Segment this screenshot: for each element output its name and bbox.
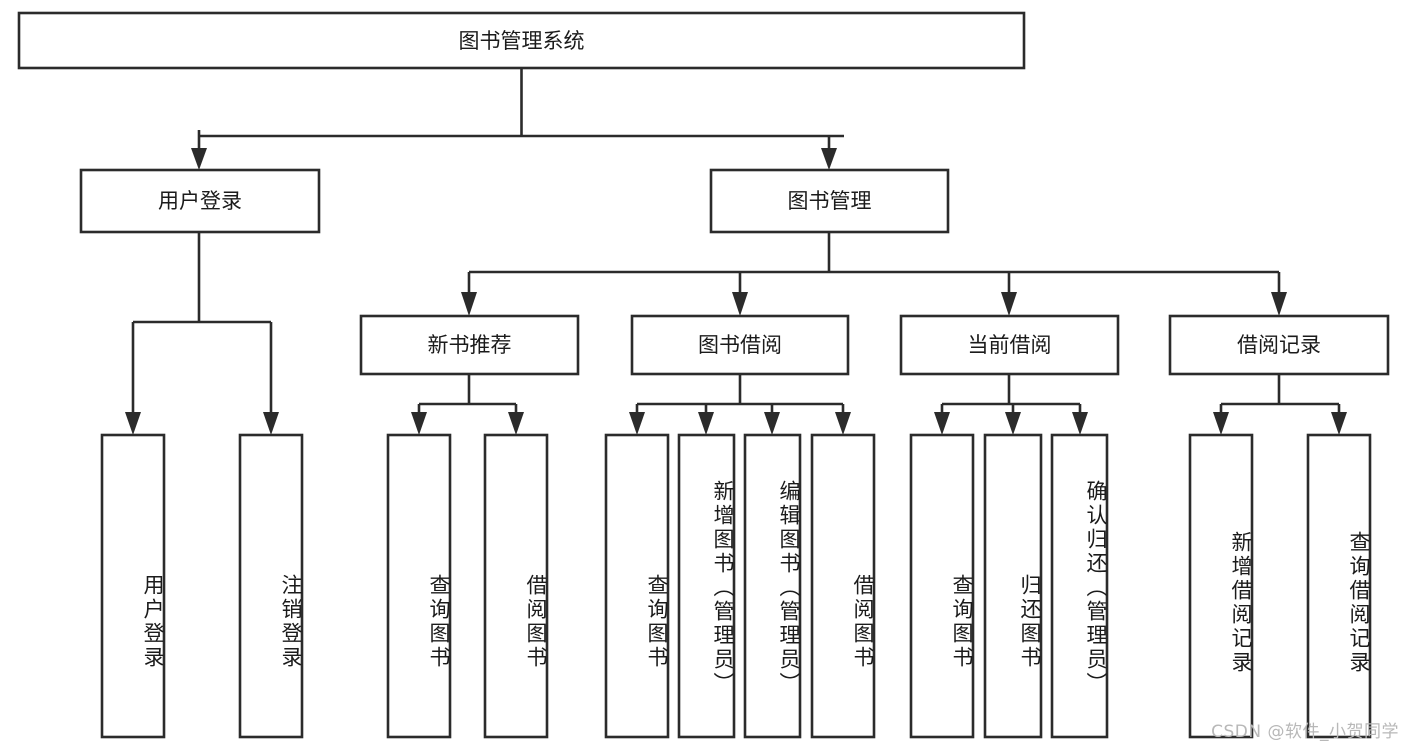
arrow-head-user-login <box>191 148 207 170</box>
arrow-head-borrow-record <box>1271 292 1287 316</box>
arrow-head-leaf-query-borrow-record <box>1331 412 1347 435</box>
node-root-box[interactable] <box>17 11 1026 70</box>
node-user-login[interactable]: 用户登录 <box>79 168 321 234</box>
node-book-management-box[interactable] <box>709 168 950 234</box>
node-new-book-recommend-label: 新书推荐 <box>428 333 512 357</box>
node-new-book-recommend[interactable]: 新书推荐 <box>359 314 580 376</box>
connector-group-current-borrow <box>934 374 1088 435</box>
arrow-head-leaf-borrow-book-recommend <box>508 412 524 435</box>
arrow-head-leaf-add-borrow-record <box>1213 412 1229 435</box>
arrow-head-leaf-query-book-borrow <box>629 412 645 435</box>
node-new-book-recommend-box[interactable] <box>359 314 580 376</box>
node-book-borrow-box[interactable] <box>630 314 850 376</box>
node-borrow-record-box[interactable] <box>1168 314 1390 376</box>
node-current-borrow-box[interactable] <box>899 314 1120 376</box>
node-borrow-record[interactable]: 借阅记录 <box>1168 314 1390 376</box>
arrow-head-leaf-logout-login <box>263 412 279 435</box>
connector-group-borrow-record <box>1213 374 1347 435</box>
connector-group-book-management <box>461 232 1287 316</box>
node-current-borrow-label: 当前借阅 <box>968 333 1052 357</box>
node-borrow-record-label: 借阅记录 <box>1237 333 1321 357</box>
leaf-user-login-box[interactable] <box>100 433 166 739</box>
leaf-query-book-current-box[interactable] <box>909 433 975 739</box>
csdn-watermark: CSDN @软件_小贺同学 <box>1211 722 1399 742</box>
node-current-borrow[interactable]: 当前借阅 <box>899 314 1120 376</box>
arrow-head-leaf-return-book <box>1005 412 1021 435</box>
leaf-borrow-book-recommend-box[interactable] <box>483 433 549 739</box>
arrow-head-leaf-confirm-return <box>1072 412 1088 435</box>
node-book-borrow-label: 图书借阅 <box>698 333 782 357</box>
leaf-query-book-borrow-box[interactable] <box>604 433 670 739</box>
leaf-edit-book-box[interactable] <box>743 433 802 739</box>
node-user-login-box[interactable] <box>79 168 321 234</box>
connector-group-user-login <box>125 232 279 435</box>
node-book-management-label: 图书管理 <box>788 189 872 213</box>
arrow-head-book-management <box>821 148 837 170</box>
leaf-return-book-box[interactable] <box>983 433 1043 739</box>
leaf-confirm-return-box[interactable] <box>1050 433 1109 739</box>
arrow-head-book-borrow <box>732 292 748 316</box>
arrow-head-new-book-recommend <box>461 292 477 316</box>
arrow-head-current-borrow <box>1001 292 1017 316</box>
arrow-head-leaf-query-book-recommend <box>411 412 427 435</box>
node-book-management[interactable]: 图书管理 <box>709 168 950 234</box>
connector-group-book-borrow <box>629 374 851 435</box>
connector-group-new-book-recommend <box>411 374 524 435</box>
leaf-query-book-recommend-box[interactable] <box>386 433 452 739</box>
node-user-login-label: 用户登录 <box>158 189 242 213</box>
leaf-borrow-book-box[interactable] <box>810 433 876 739</box>
arrow-head-leaf-edit-book <box>764 412 780 435</box>
arrow-head-leaf-user-login <box>125 412 141 435</box>
arrow-head-leaf-add-book <box>698 412 714 435</box>
arrow-head-leaf-query-book-current <box>934 412 950 435</box>
connector-group-root <box>191 68 844 170</box>
leaf-boxes <box>100 433 1372 739</box>
leaf-logout-login-box[interactable] <box>238 433 304 739</box>
node-root-label: 图书管理系统 <box>459 29 585 53</box>
leaf-add-borrow-record-box[interactable] <box>1188 433 1254 739</box>
leaf-add-book-box[interactable] <box>677 433 736 739</box>
node-book-borrow[interactable]: 图书借阅 <box>630 314 850 376</box>
node-root[interactable]: 图书管理系统 <box>17 11 1026 70</box>
leaf-query-borrow-record-box[interactable] <box>1306 433 1372 739</box>
arrow-head-leaf-borrow-book <box>835 412 851 435</box>
